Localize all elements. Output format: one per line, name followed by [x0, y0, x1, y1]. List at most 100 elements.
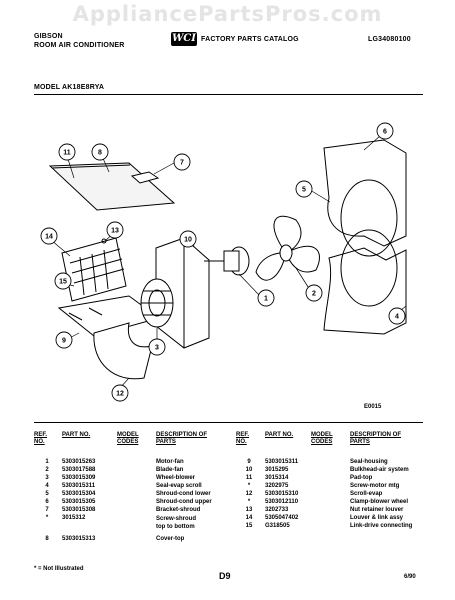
col-ref-no-left: REF. NO. — [34, 432, 48, 445]
part-row: 15 — [242, 523, 256, 529]
part-description: Shroud-cond upper — [156, 499, 212, 505]
part-number: 3015314 — [265, 475, 289, 481]
part-description: Bulkhead-air system — [350, 467, 409, 473]
ref-number: 5 — [45, 491, 49, 497]
part-row: 3 — [40, 475, 54, 481]
part-number: 5305047402 — [265, 515, 299, 521]
col-ref-no-right: REF. NO. — [236, 432, 250, 445]
header-rule — [34, 94, 423, 95]
callout-7: 7 — [180, 160, 184, 167]
ref-number: 15 — [245, 523, 253, 529]
ref-number: * — [247, 499, 251, 505]
condenser-shroud-part — [323, 139, 407, 335]
part-description: Cover-top — [156, 536, 185, 542]
part-row: 12 — [242, 491, 256, 497]
nut-retainer-part — [101, 238, 107, 244]
part-row: 6 — [40, 499, 54, 505]
exploded-parts-diagram: 1 2 3 4 5 6 7 8 9 10 11 12 13 14 15 — [40, 122, 407, 402]
diagram-rule — [34, 422, 423, 423]
part-number: 3015312 — [62, 515, 86, 521]
part-row: * — [242, 499, 256, 505]
part-description: Shroud-cond lower — [156, 491, 211, 497]
part-row: 1 — [40, 459, 54, 465]
revision-date: 6/90 — [404, 574, 416, 580]
part-description: Pad-top — [350, 475, 373, 481]
ref-number: * — [247, 483, 251, 489]
part-description: Screw-motor mtg — [350, 483, 400, 489]
part-row: 14 — [242, 515, 256, 521]
part-number: 5303012110 — [265, 499, 299, 505]
callout-11: 11 — [63, 150, 71, 157]
part-row: * — [40, 515, 54, 521]
callout-4: 4 — [395, 314, 399, 321]
figure-id: E0015 — [364, 404, 382, 410]
callout-circles — [40, 122, 406, 402]
part-description: Clamp-blower wheel — [350, 499, 409, 505]
part-row: 8 — [40, 536, 54, 542]
part-description: Motor-fan — [156, 459, 184, 465]
part-number: 5303015304 — [62, 491, 96, 497]
part-row: 5 — [40, 491, 54, 497]
ref-number: 2 — [45, 467, 49, 473]
fan-blade-part — [255, 215, 320, 281]
ref-number: 8 — [45, 536, 49, 542]
louver-assembly-part — [61, 237, 127, 302]
ref-number: 1 — [45, 459, 49, 465]
part-description: Bracket-shroud — [156, 507, 201, 513]
callout-10: 10 — [184, 237, 192, 244]
col-description-right: DESCRIPTION OF PARTS — [350, 432, 402, 445]
bracket-shroud-part — [130, 171, 160, 184]
part-description: Scroll-evap — [350, 491, 383, 497]
part-number: G318505 — [265, 523, 290, 529]
part-number: 5303015311 — [265, 459, 299, 465]
part-row: 13 — [242, 507, 256, 513]
callout-1: 1 — [264, 296, 268, 303]
part-number: 5303015308 — [62, 507, 96, 513]
page-number: D9 — [219, 571, 231, 581]
ref-number: 10 — [245, 467, 253, 473]
ref-number: 4 — [45, 483, 49, 489]
callout-2: 2 — [312, 291, 316, 298]
part-description: Seal-evap scroll — [156, 483, 202, 489]
part-number: 5303015313 — [62, 536, 96, 542]
part-row: 4 — [40, 483, 54, 489]
wci-logo: WCI — [171, 32, 197, 46]
part-row: * — [242, 483, 256, 489]
catalog-id: LG34080100 — [368, 36, 411, 43]
not-illustrated-note: * = Not Illustrated — [34, 566, 84, 572]
product-type: ROOM AIR CONDITIONER — [34, 42, 125, 49]
callout-15: 15 — [59, 279, 67, 286]
col-description-left: DESCRIPTION OF PARTS — [156, 432, 208, 445]
part-number: 5303015309 — [62, 475, 96, 481]
part-description: Seal-housing — [350, 459, 388, 465]
part-number: 3202975 — [265, 483, 289, 489]
part-number: 5303015311 — [62, 483, 96, 489]
ref-number: 7 — [45, 507, 49, 513]
brand-name: GIBSON — [34, 33, 63, 40]
part-number: 3202733 — [265, 507, 289, 513]
scroll-evap-part — [57, 295, 161, 380]
ref-number: 11 — [245, 475, 253, 481]
part-description: Blade-fan — [156, 467, 184, 473]
top-cover-part — [48, 162, 176, 211]
ref-number: * — [45, 515, 49, 521]
fan-motor-part — [204, 246, 250, 276]
ref-number: 12 — [245, 491, 253, 497]
model-number: MODEL AK18E8RYA — [34, 84, 105, 91]
part-description: Louver & link assy — [350, 515, 404, 521]
part-number: 5303015263 — [62, 459, 96, 465]
ref-number: 3 — [45, 475, 49, 481]
part-description: Link-drive connecting — [350, 523, 413, 529]
part-number: 5303017588 — [62, 467, 96, 473]
catalog-title: FACTORY PARTS CATALOG — [201, 36, 299, 43]
col-part-no-left: PART NO. — [62, 432, 91, 438]
callout-3: 3 — [155, 345, 159, 352]
col-part-no-right: PART NO. — [265, 432, 294, 438]
callout-13: 13 — [111, 228, 119, 235]
col-model-codes-left: MODEL CODES — [117, 432, 139, 445]
col-model-codes-right: MODEL CODES — [311, 432, 333, 445]
part-number: 5303015310 — [265, 491, 299, 497]
callout-9: 9 — [62, 338, 66, 345]
part-number: 3015295 — [265, 467, 289, 473]
callout-14: 14 — [45, 234, 53, 241]
